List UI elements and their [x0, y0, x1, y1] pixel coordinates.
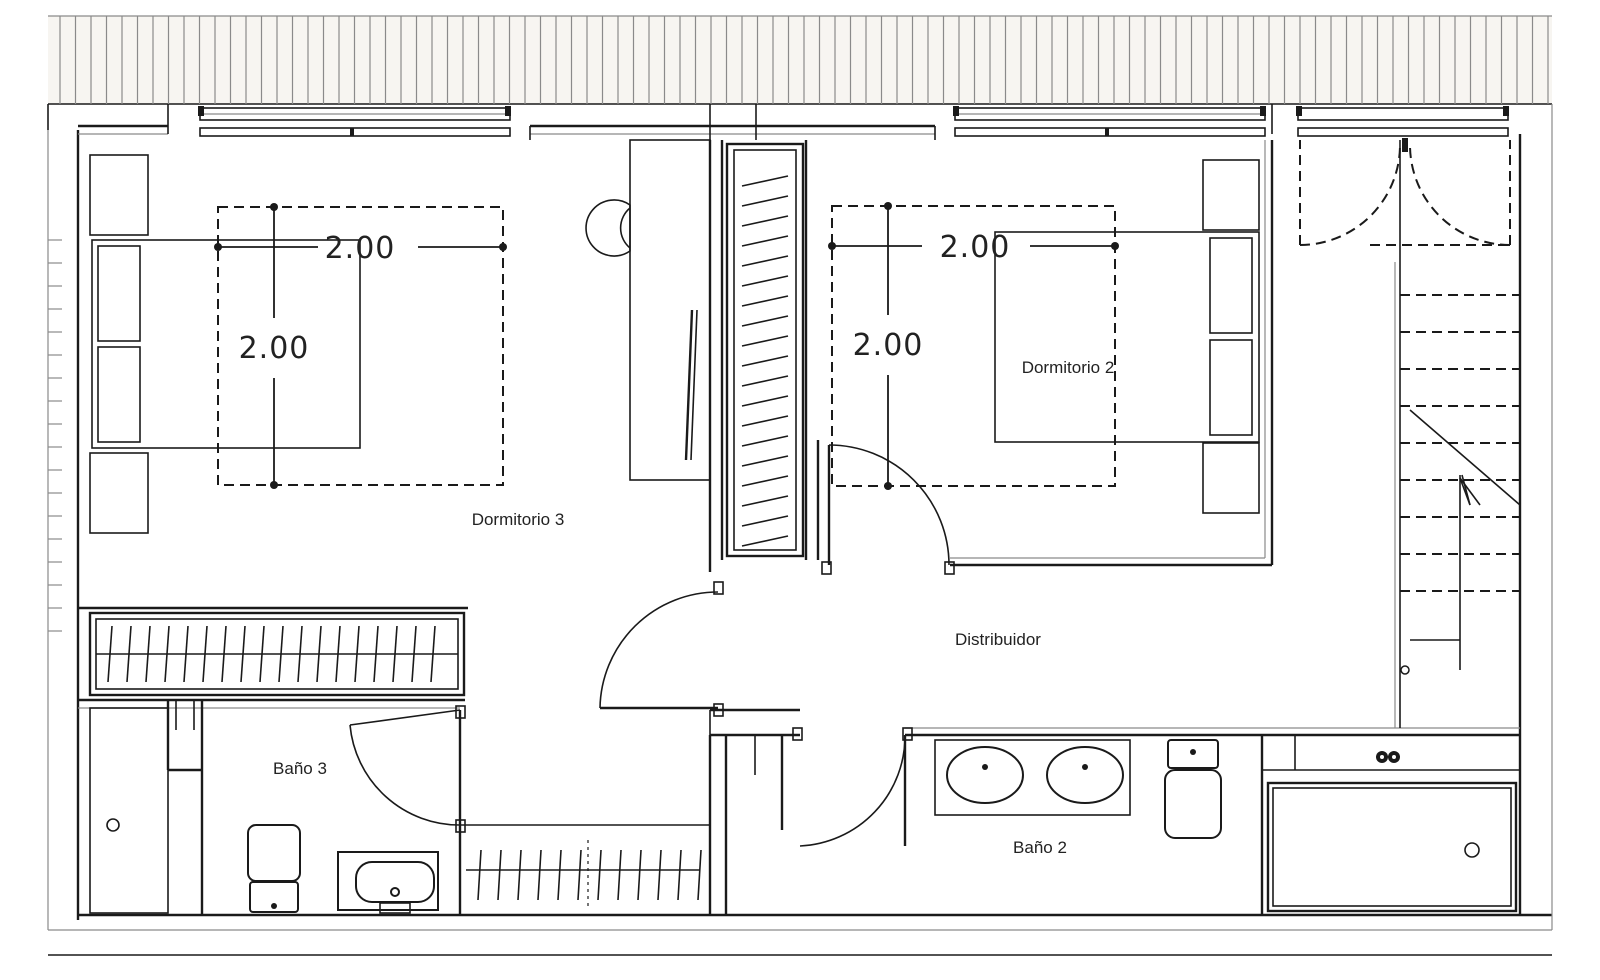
hanger-line: [697, 849, 702, 901]
door-bedroom-2: [821, 444, 955, 575]
room-label-bedroom-3: Dormitorio 3: [472, 510, 565, 529]
hanger-line: [126, 625, 132, 683]
hanger-line: [617, 849, 622, 901]
hanger-line: [577, 849, 582, 901]
hanger-line: [741, 375, 789, 387]
hanger-line: [517, 849, 522, 901]
hanger-line: [477, 849, 482, 901]
hanger-line: [741, 295, 789, 307]
vanity-bathroom-2: [934, 739, 1131, 816]
toilet-bathroom-2: [1164, 739, 1222, 839]
hanger-line: [741, 335, 789, 347]
toilet-bathroom-3: [247, 824, 301, 913]
hanger-line: [297, 625, 303, 683]
bedroom-2-length-dimension: 2.00: [853, 328, 924, 363]
bedroom-3-length-dimension: 2.00: [239, 331, 310, 366]
room-label-bathroom-2: Baño 2: [1013, 838, 1067, 857]
left-railing: [48, 239, 62, 632]
exterior-walls: [47, 104, 1553, 956]
door-terrace-double: [1299, 138, 1511, 246]
door-bedroom-3: [599, 581, 724, 717]
window-bedroom-3: [198, 106, 511, 137]
hanger-line: [278, 625, 284, 683]
door-bathroom-2: [792, 727, 913, 847]
window-stair: [1296, 106, 1509, 137]
hanger-line: [741, 315, 789, 327]
top-wall-segments: [529, 104, 1273, 140]
terrace-slats: [48, 15, 1552, 105]
hanger-line: [557, 849, 562, 901]
hanger-line: [202, 625, 208, 683]
hanger-line: [145, 625, 151, 683]
hanger-line: [430, 625, 436, 683]
hanger-line: [316, 625, 322, 683]
wardrobe-long: [88, 611, 466, 697]
hanger-line: [741, 175, 789, 187]
hanger-line: [741, 495, 789, 507]
door-bathroom-3: [349, 705, 466, 833]
room-label-hallway: Distribuidor: [955, 630, 1041, 649]
hanger-line: [497, 849, 502, 901]
room-label-bathroom-3: Baño 3: [273, 759, 327, 778]
hanger-line: [741, 395, 789, 407]
dimension-frame-bedroom-2: [828, 202, 1119, 490]
staircase: [1400, 294, 1521, 675]
hanger-line: [183, 625, 189, 683]
bed-bedroom-2: [994, 159, 1260, 514]
hanger-line: [354, 625, 360, 683]
hanger-line: [741, 275, 789, 287]
room-label-bedroom-2: Dormitorio 2: [1022, 358, 1115, 377]
hanger-line: [373, 625, 379, 683]
shower-bathroom-3: [89, 707, 169, 914]
hanger-line: [741, 255, 789, 267]
sink-bathroom-3: [337, 851, 439, 914]
hanger-line: [741, 415, 789, 427]
hanger-line: [164, 625, 170, 683]
hanger-line: [741, 215, 789, 227]
hanger-line: [741, 455, 789, 467]
wardrobe-lower: [466, 840, 702, 910]
hanger-line: [741, 195, 789, 207]
hanger-line: [597, 849, 602, 901]
window-bedroom-2: [953, 106, 1266, 137]
hanger-line: [741, 475, 789, 487]
desk-bedroom-3: [585, 139, 711, 481]
hanger-line: [392, 625, 398, 683]
dimension-frame-bedroom-3: [214, 203, 507, 489]
hanger-line: [657, 849, 662, 901]
hanger-line: [240, 625, 246, 683]
bedroom-3-width-dimension: 2.00: [325, 231, 396, 266]
hanger-line: [221, 625, 227, 683]
bedroom-2-width-dimension: 2.00: [940, 230, 1011, 265]
hanger-line: [537, 849, 542, 901]
hanger-line: [741, 235, 789, 247]
bed-bedroom-3: [89, 154, 361, 534]
hanger-line: [741, 535, 789, 547]
hanger-line: [741, 355, 789, 367]
hanger-line: [741, 435, 789, 447]
interior-walls: [78, 140, 1520, 915]
hanger-line: [637, 849, 642, 901]
wardrobe-central: [725, 142, 805, 558]
hanger-line: [335, 625, 341, 683]
bathtub-bathroom-2: [1266, 751, 1518, 913]
hanger-line: [107, 625, 113, 683]
hanger-line: [677, 849, 682, 901]
hanger-line: [411, 625, 417, 683]
hanger-line: [259, 625, 265, 683]
hanger-line: [741, 515, 789, 527]
